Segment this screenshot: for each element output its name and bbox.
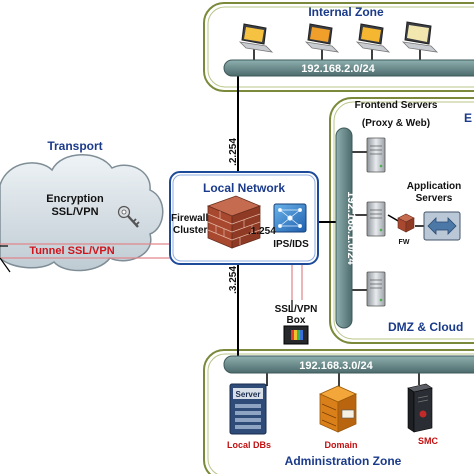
tunnel-label: Tunnel SSL/VPN (29, 245, 114, 257)
subnet-internal-label: 192.168.2.0/24 (301, 63, 375, 75)
laptop-icon (355, 23, 391, 53)
ips-ids-label: IPS/IDS (273, 239, 309, 250)
frontend-label-line2: (Proxy & Web) (362, 118, 430, 129)
ip-lower-label: .3.254 (228, 266, 239, 294)
subnet-dmz-label: 192.168.1.0/24 (345, 191, 357, 265)
ssl-box-label-line1: SSL/VPN (275, 304, 318, 315)
ip-local-label: .1.254 (248, 226, 276, 237)
dmz-firewall-icon (397, 213, 415, 233)
ips-ids-icon (273, 203, 307, 233)
bus-dmz: 192.168.1.0/24 (335, 127, 357, 329)
ssl-box-label-line2: Box (287, 315, 306, 326)
local-dbs-label: Local DBs (227, 440, 271, 450)
app-servers-label-line2: Servers (416, 193, 453, 204)
dmz-edge-letter: E (464, 111, 472, 125)
laptop-icon (304, 23, 340, 53)
internal-zone-title: Internal Zone (308, 5, 384, 19)
app-server-icon (423, 211, 461, 241)
frontend-server-icon (366, 201, 386, 237)
firewall-label-line2: Cluster (173, 225, 208, 236)
transport-title: Transport (47, 139, 102, 153)
bus-internal: 192.168.2.0/24 (223, 59, 474, 77)
cloud-line1: Encryption (46, 193, 104, 205)
dmz-zone-title: DMZ & Cloud (388, 320, 463, 334)
server-badge: Server (236, 390, 261, 399)
cloud-line2: SSL/VPN (51, 206, 98, 218)
firewall-label-line1: Firewall (171, 213, 208, 224)
laptop-icon (401, 21, 439, 53)
frontend-server-icon (366, 137, 386, 173)
domain-server-icon (319, 385, 357, 433)
key-icon (117, 205, 140, 228)
admin-zone-title: Administration Zone (285, 454, 402, 468)
local-network-title: Local Network (203, 181, 285, 195)
frontend-server-icon (366, 271, 386, 307)
frontend-label-line1: Frontend Servers (355, 100, 438, 111)
smc-server-icon (407, 383, 433, 433)
ssl-vpn-box-icon (283, 325, 309, 345)
subnet-admin-label: 192.168.3.0/24 (299, 360, 373, 372)
smc-label: SMC (418, 436, 439, 446)
firewall-icon (206, 195, 262, 249)
transport-cloud: Encryption SSL/VPN (0, 154, 164, 272)
app-servers-label-line1: Application (407, 181, 461, 192)
local-dbs-icon: Server (229, 383, 267, 435)
ip-upper-label: .2.254 (228, 138, 239, 166)
fw-label: FW (399, 239, 410, 246)
domain-label: Domain (324, 440, 357, 450)
laptop-icon (238, 23, 274, 53)
bus-admin: 192.168.3.0/24 (223, 355, 474, 374)
